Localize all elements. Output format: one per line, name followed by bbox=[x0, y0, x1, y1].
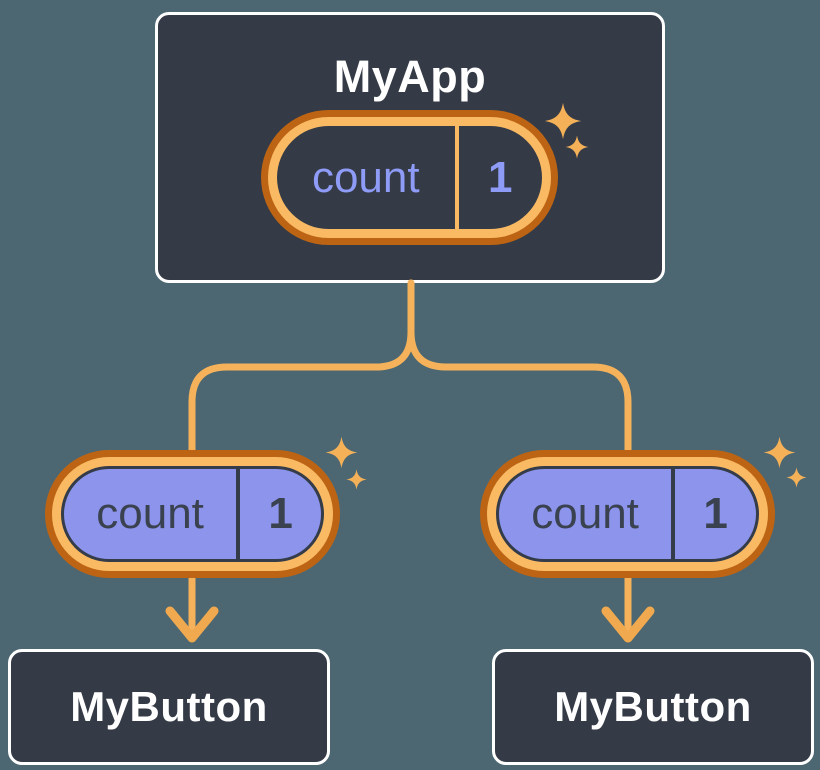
mybutton-box-right: MyButton bbox=[492, 649, 814, 765]
sparkle-icon bbox=[763, 436, 796, 469]
prop-value: 1 bbox=[236, 469, 321, 559]
component-title: MyButton bbox=[554, 683, 752, 730]
pill-band: count 1 bbox=[487, 457, 768, 571]
state-pill-root: count 1 bbox=[261, 110, 558, 245]
mybutton-box-left: MyButton bbox=[8, 649, 330, 765]
sparkle-icon bbox=[786, 467, 807, 488]
pill-band: count 1 bbox=[52, 457, 333, 571]
sparkle-icon bbox=[325, 436, 358, 469]
state-value: 1 bbox=[454, 126, 542, 229]
component-title: MyApp bbox=[333, 51, 487, 102]
prop-value: 1 bbox=[671, 469, 756, 559]
state-name: count bbox=[311, 152, 420, 202]
arrow-down-icon bbox=[165, 606, 219, 643]
sparkle-icon bbox=[346, 469, 367, 490]
pill-band: count 1 bbox=[268, 117, 551, 238]
component-title: MyButton bbox=[70, 683, 268, 730]
prop-name: count bbox=[531, 489, 639, 538]
arrow-down-icon bbox=[601, 606, 655, 643]
prop-pill-left: count 1 bbox=[45, 450, 340, 578]
prop-pill-right: count 1 bbox=[480, 450, 775, 578]
prop-name: count bbox=[96, 489, 204, 538]
